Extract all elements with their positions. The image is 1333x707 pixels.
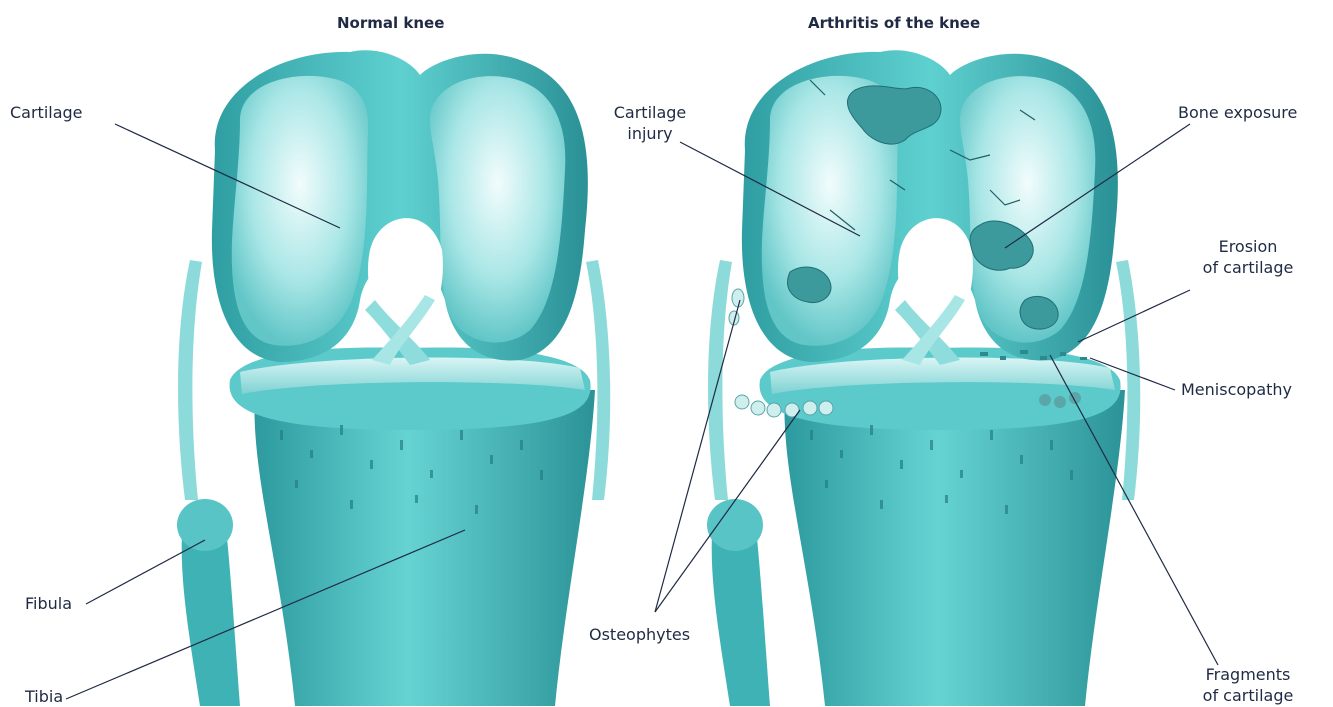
- arthritic-knee-illustration: [707, 50, 1140, 706]
- label-cartilage-injury-line2: injury: [605, 123, 695, 144]
- label-osteophytes: Osteophytes: [589, 624, 690, 645]
- label-erosion-line2: of cartilage: [1193, 257, 1303, 278]
- panel-title-arthritis: Arthritis of the knee: [808, 14, 980, 32]
- label-cartilage-injury: Cartilage injury: [605, 102, 695, 144]
- normal-knee-illustration: [177, 50, 610, 706]
- panel-title-normal: Normal knee: [337, 14, 444, 32]
- label-erosion: Erosion of cartilage: [1193, 236, 1303, 278]
- label-fragments-line2: of cartilage: [1193, 685, 1303, 706]
- label-meniscopathy: Meniscopathy: [1181, 379, 1292, 400]
- label-tibia: Tibia: [25, 686, 63, 707]
- label-cartilage: Cartilage: [10, 102, 83, 123]
- label-bone-exposure: Bone exposure: [1178, 102, 1297, 123]
- label-cartilage-injury-line1: Cartilage: [605, 102, 695, 123]
- label-fragments: Fragments of cartilage: [1193, 664, 1303, 706]
- label-fibula: Fibula: [25, 593, 72, 614]
- label-fragments-line1: Fragments: [1193, 664, 1303, 685]
- label-erosion-line1: Erosion: [1193, 236, 1303, 257]
